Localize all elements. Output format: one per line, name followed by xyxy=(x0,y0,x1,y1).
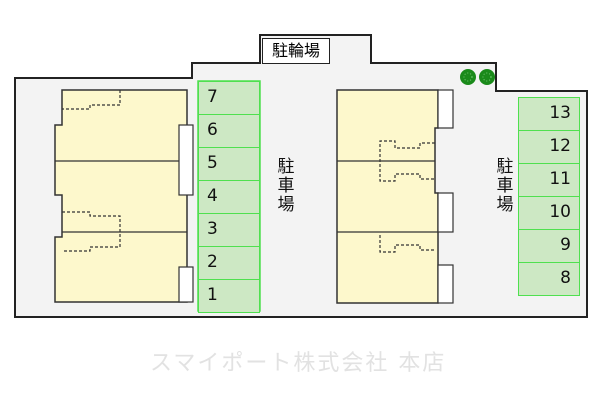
parking-slot-8: 8 xyxy=(518,262,580,296)
label-char: 車 xyxy=(496,176,514,196)
tree-icon xyxy=(460,69,476,85)
parking-label-left: 駐 車 場 xyxy=(276,158,296,215)
parking-slot-3: 3 xyxy=(198,213,260,247)
parking-label-right: 駐 車 場 xyxy=(495,158,515,215)
parking-slot-13: 13 xyxy=(518,97,580,131)
parking-slot-4: 4 xyxy=(198,180,260,214)
building-left xyxy=(54,89,188,303)
parking-slot-7: 7 xyxy=(198,81,260,115)
parking-slot-11: 11 xyxy=(518,163,580,197)
tree-icon xyxy=(479,69,495,85)
balcony xyxy=(437,192,454,233)
label-char: 場 xyxy=(496,195,514,215)
balcony xyxy=(437,89,454,129)
balcony xyxy=(178,266,194,303)
label-char: 場 xyxy=(277,195,295,215)
parking-slot-1: 1 xyxy=(198,279,260,313)
balcony xyxy=(437,264,454,304)
label-char: 駐 xyxy=(277,157,295,177)
watermark: スマイポート株式会社 本店 xyxy=(150,351,447,376)
parking-slot-10: 10 xyxy=(518,196,580,230)
parking-slot-9: 9 xyxy=(518,229,580,263)
label-char: 駐 xyxy=(496,157,514,177)
parking-slot-6: 6 xyxy=(198,114,260,148)
label-char: 車 xyxy=(277,176,295,196)
parking-slot-5: 5 xyxy=(198,147,260,181)
parking-slot-12: 12 xyxy=(518,130,580,164)
building-right xyxy=(336,89,439,304)
bicycle-parking-label: 駐輪場 xyxy=(262,38,330,64)
parking-slot-2: 2 xyxy=(198,246,260,280)
balcony xyxy=(178,124,194,196)
